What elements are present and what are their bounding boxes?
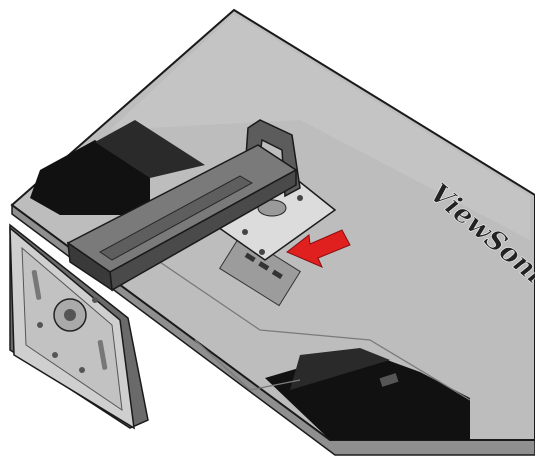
base-center-hole: [64, 309, 76, 321]
hinge-screw-1: [242, 229, 248, 235]
base-screw-3: [79, 367, 85, 373]
hinge-screw-3: [297, 195, 303, 201]
hinge-screw-2: [259, 249, 265, 255]
base-screw-2: [92, 297, 98, 303]
base-screw-4: [52, 352, 58, 358]
base-screw-1: [37, 322, 43, 328]
